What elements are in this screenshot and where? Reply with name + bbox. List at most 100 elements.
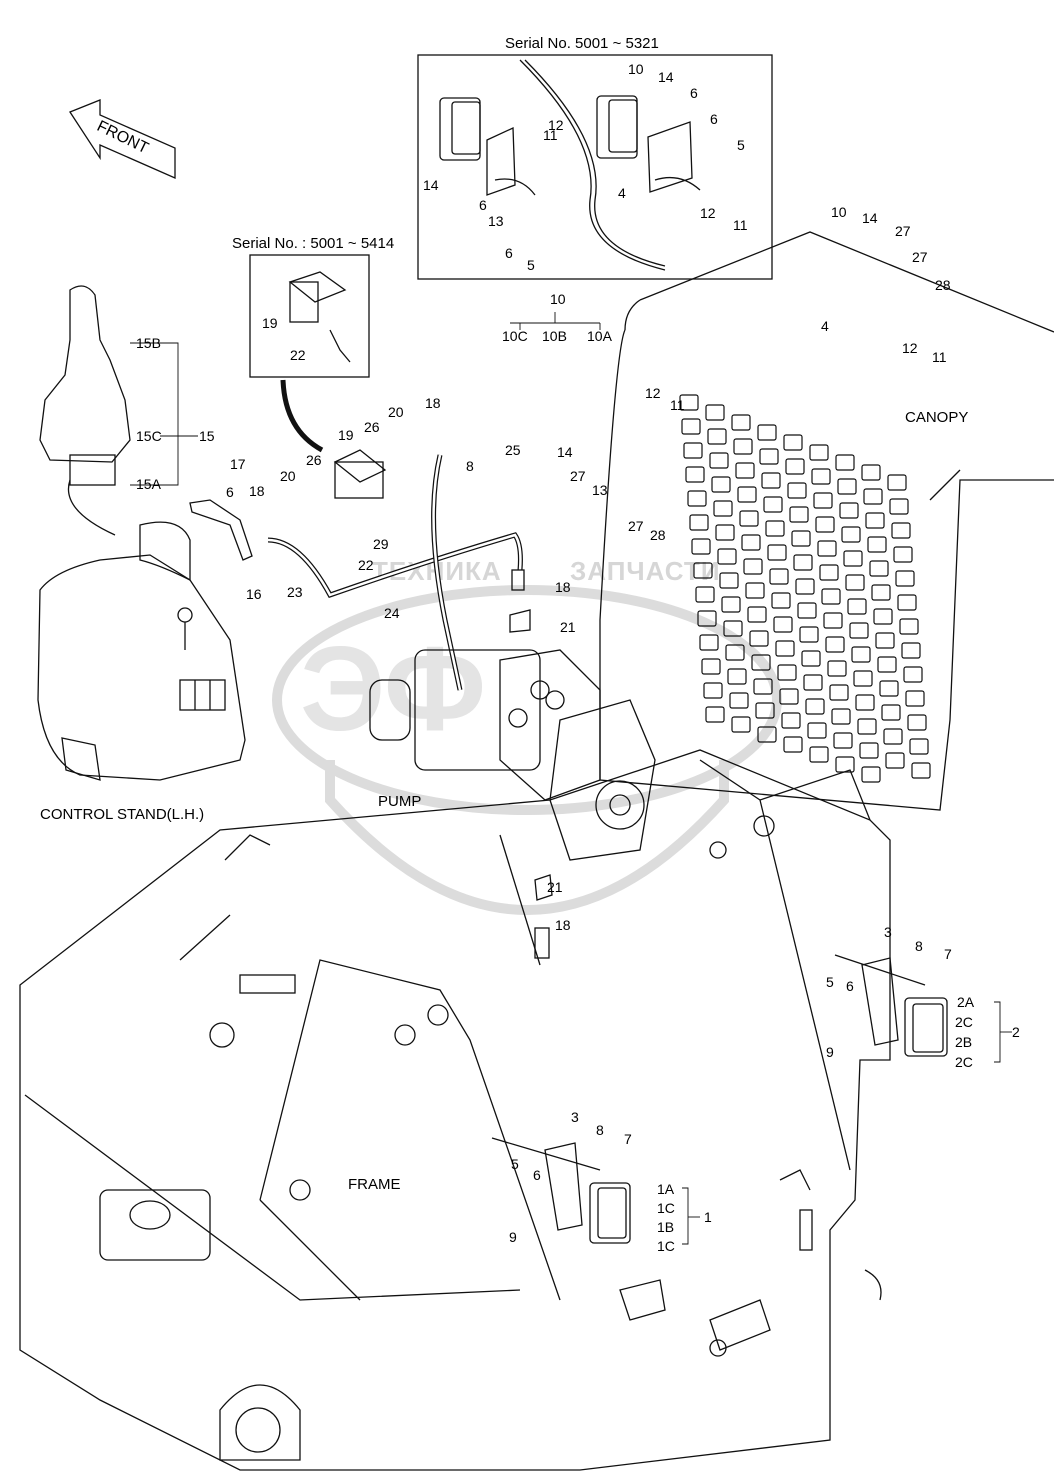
callout-27: 27 [570,468,586,484]
callout-8: 8 [596,1122,604,1138]
control-stand-label: CONTROL STAND(L.H.) [40,806,205,823]
canopy-grid-cell [693,562,713,579]
callout-1b: 1B [657,1219,675,1235]
callout-12: 12 [700,205,716,221]
callout-12: 12 [548,117,564,133]
canopy-grid-cell [727,668,747,685]
callout-7: 7 [624,1131,632,1147]
canopy-grid-cell [871,584,891,601]
callout-10c: 10C [502,328,528,344]
canopy-grid-cell [825,636,845,653]
canopy-grid-cell [743,558,763,575]
canopy-grid-cell [697,610,717,627]
canopy-grid-cell [837,478,857,495]
canopy-grid-cell [851,646,871,663]
canopy-grid-cell [869,560,889,577]
canopy-grid-cell [819,564,839,581]
callout-16: 16 [246,586,262,602]
canopy-grid-cell [841,526,861,543]
canopy-grid-cell [835,454,855,471]
canopy-grid-cell [703,682,723,699]
valve-inset-box [249,254,370,378]
canopy-grid-cell [883,728,903,745]
canopy-grid-cell [681,418,701,435]
canopy-grid-cell [755,702,775,719]
callout-24: 24 [384,605,400,621]
callout-26: 26 [306,452,322,468]
canopy-grid-cell [753,678,773,695]
callout-1c: 1C [657,1238,675,1254]
callout-17: 17 [230,456,246,472]
callout-15: 15 [199,428,215,444]
callout-6: 6 [690,85,698,101]
canopy-grid-cell [763,496,783,513]
canopy-grid-cell [813,492,833,509]
callout-7: 7 [944,946,952,962]
canopy-grid-cell [847,598,867,615]
callout-13: 13 [488,213,504,229]
canopy-grid-cell [879,680,899,697]
callout-10: 10 [831,204,847,220]
callout-22: 22 [290,347,306,363]
canopy-grid-cell [781,712,801,729]
callout-6: 6 [226,484,234,500]
callout-23: 23 [287,584,303,600]
canopy-grid-cell [905,690,925,707]
callout-18: 18 [249,483,265,499]
canopy-grid-cell [757,424,777,441]
canopy-grid-cell [843,550,863,567]
canopy-grid-cell [769,568,789,585]
callout-13: 13 [592,482,608,498]
canopy-grid-cell [817,540,837,557]
canopy-grid-cell [809,444,829,461]
callout-3: 3 [571,1109,579,1125]
callout-9: 9 [509,1229,517,1245]
canopy-grid-cell [783,434,803,451]
callout-1c: 1C [657,1200,675,1216]
canopy-grid-cell [699,634,719,651]
callout-2c: 2C [955,1014,973,1030]
canopy-grid-cell [891,522,911,539]
canopy-grid-cell [893,546,913,563]
joystick [39,285,131,463]
canopy-grid-cell [759,448,779,465]
canopy-grid-cell [737,486,757,503]
canopy-grid-cell [873,608,893,625]
callout-14: 14 [862,210,878,226]
canopy-grid-cell [779,688,799,705]
canopy-grid-cell [713,500,733,517]
callout-6: 6 [710,111,718,127]
canopy-grid-cell [783,736,803,753]
callout-1: 1 [704,1209,712,1225]
canopy-grid-cell [803,674,823,691]
callout-6: 6 [846,978,854,994]
canopy-grid-cell [695,586,715,603]
callout-10: 10 [628,61,644,77]
canopy-grid-cell [865,512,885,529]
callout-6: 6 [533,1167,541,1183]
canopy-grid-cell [801,650,821,667]
canopy-grid-cell [895,570,915,587]
canopy-label: CANOPY [905,409,969,426]
canopy-grid-cell [765,520,785,537]
callout-15c: 15C [136,428,162,444]
watermark-logo: ЭФ [300,622,487,756]
callout-20: 20 [280,468,296,484]
canopy-grid-cell [725,644,745,661]
callout-12: 12 [902,340,918,356]
canopy-grid-cell [835,756,855,773]
callout-18: 18 [555,579,571,595]
callout-9: 9 [826,1044,834,1060]
watermark-shield [272,585,782,915]
callout-5: 5 [527,257,535,273]
pump-body [369,649,656,861]
callout-25: 25 [505,442,521,458]
callout-19: 19 [338,427,354,443]
canopy-grid-cell [795,578,815,595]
canopy-grid-cell [719,572,739,589]
callout-11: 11 [543,127,558,143]
canopy-grid-cell [711,476,731,493]
callout-28: 28 [935,277,951,293]
canopy-grid-cell [845,574,865,591]
canopy-grid-cell [805,698,825,715]
